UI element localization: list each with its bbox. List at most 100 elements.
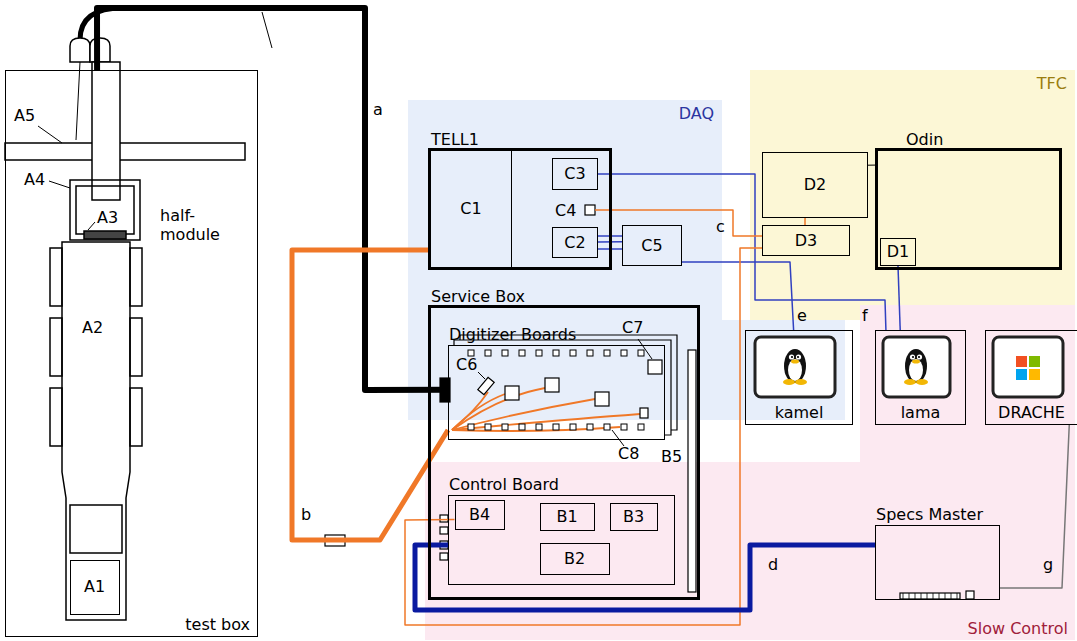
region-band: DAQTELL1C1C3C2C5kamel (408, 100, 722, 420)
board-box: OdinD1 (875, 148, 1062, 270)
cable (898, 266, 900, 330)
region-fill (408, 70, 1075, 640)
half-module-drawing (50, 388, 62, 446)
box-label: C2 (564, 233, 585, 252)
part-label: half-module (160, 206, 234, 244)
box-label: C1 (460, 199, 481, 218)
os-logo (1016, 356, 1027, 367)
box-label: B1 (556, 507, 577, 526)
crate-box: Service BoxDigitizer BoardsControl Board… (428, 305, 700, 600)
cable (868, 165, 875, 166)
half-module-drawing (70, 38, 90, 62)
box-heading: Digitizer Boards (449, 325, 576, 344)
small-parts (440, 515, 448, 522)
os-logo (783, 349, 1040, 385)
component-box: B3 (610, 503, 658, 531)
small-parts (966, 591, 974, 599)
part-label: A5 (14, 106, 35, 125)
component-pad (587, 350, 593, 356)
box-heading: Specs Master (876, 505, 983, 524)
computer-box: DRACHE (985, 330, 1077, 425)
half-module-drawing (130, 248, 142, 306)
part-box: A1 (70, 560, 120, 615)
component-pad (638, 424, 644, 430)
cable (97, 8, 448, 390)
small-parts (903, 593, 957, 599)
half-module-drawing (70, 180, 140, 240)
test-box: test box A1 (5, 70, 258, 637)
part-label: A4 (24, 170, 45, 189)
os-logo (783, 349, 807, 385)
digitizer-drawing (505, 386, 519, 400)
cable-label: d (768, 555, 778, 574)
digitizer-drawing (452, 414, 640, 430)
digitizer-drawing (640, 408, 648, 418)
cable-label: g (1043, 555, 1053, 574)
computer-screen (993, 337, 1063, 397)
digitizer-drawing (612, 430, 624, 446)
small-parts (585, 205, 595, 215)
component-box: B1 (540, 503, 595, 531)
component-pad (570, 350, 576, 356)
component-pad (519, 350, 525, 356)
small-parts (900, 593, 960, 599)
box-heading: TELL1 (431, 130, 479, 149)
cable (1000, 425, 1069, 588)
half-module-drawing (88, 222, 95, 230)
half-module-drawing (49, 181, 70, 188)
half-module-drawing (38, 126, 62, 143)
digitizer-drawing (460, 335, 677, 430)
half-module-drawing (130, 318, 142, 376)
cable-label: c (716, 217, 725, 236)
half-module-drawing (50, 248, 62, 306)
computer-screen (883, 337, 950, 397)
half-module-drawing (262, 12, 272, 48)
digitizer-drawing (452, 399, 595, 430)
board-box: Control BoardB4B1B3B2 (448, 495, 675, 585)
component-pad (604, 350, 610, 356)
component-pad (604, 424, 610, 430)
box-label: DRACHE (986, 403, 1077, 422)
board-box: Specs Master (875, 525, 1000, 600)
box-label: Slow Control (968, 619, 1068, 638)
component-pad (536, 350, 542, 356)
box-label: A1 (84, 577, 105, 596)
region-band: TFCD2D3OdinD1 (750, 70, 1075, 320)
component-pad (621, 424, 627, 430)
board-box: Digitizer Boards (448, 345, 665, 440)
component-pad (485, 424, 491, 430)
half-module-drawing (5, 8, 272, 620)
part-label: A3 (97, 208, 118, 227)
box-label: B3 (623, 507, 644, 526)
half-module-drawing (76, 186, 134, 234)
cable-label: e (797, 306, 807, 325)
box-heading: Control Board (449, 475, 559, 494)
component-pad (485, 350, 491, 356)
box-label: TFC (1037, 74, 1067, 93)
component-pad (553, 424, 559, 430)
digitizer-drawing (478, 372, 485, 379)
box-label: DAQ (679, 104, 714, 123)
box-label: kamel (746, 403, 852, 422)
box-label: B2 (564, 549, 585, 568)
board-box: TELL1C1C3C2 (428, 148, 612, 270)
cable (612, 210, 762, 236)
region-band: Slow ControllamaDRACHESpecs Master (860, 305, 1075, 640)
half-module-drawing (5, 143, 245, 160)
component-pad (587, 424, 593, 430)
box-label: D1 (887, 242, 910, 261)
component-box: C3 (552, 158, 598, 190)
component-pad (638, 350, 644, 356)
cable (292, 250, 448, 540)
box-label: test box (185, 615, 250, 634)
os-logo (1029, 356, 1040, 367)
cable (415, 545, 875, 610)
computer-box: kamel (745, 330, 853, 425)
component-box: D2 (762, 152, 868, 218)
component-pad (502, 350, 508, 356)
half-module-drawing (80, 8, 122, 40)
computer-screen (755, 337, 835, 397)
callout-label: B5 (661, 447, 682, 466)
component-pad (468, 424, 474, 430)
